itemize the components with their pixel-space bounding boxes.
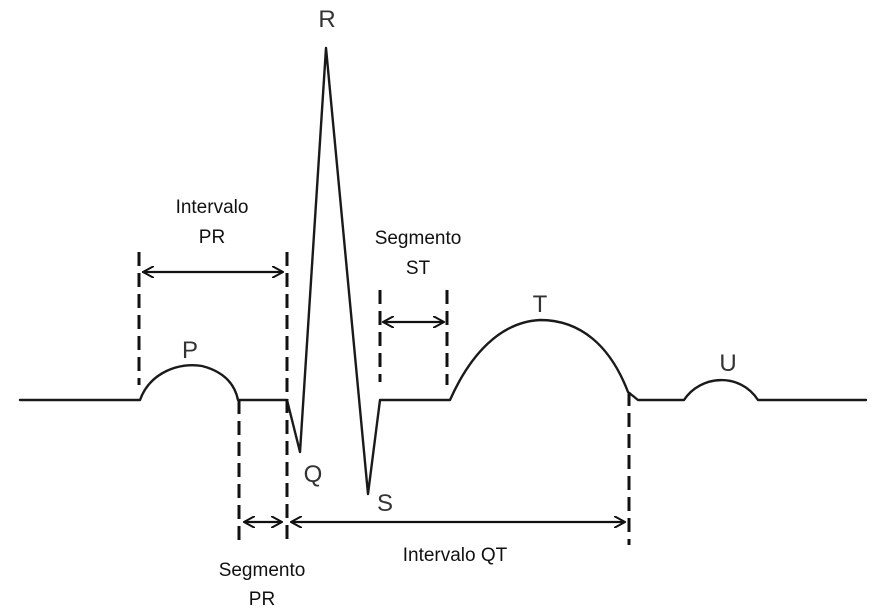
pr-interval-label-line2: PR	[199, 227, 225, 248]
p-wave-label: P	[182, 337, 198, 364]
pr-segment-label-line2: PR	[249, 589, 275, 610]
ecg-trace	[18, 46, 868, 496]
qt-interval-label: Intervalo QT	[403, 545, 508, 566]
r-wave-label: R	[318, 6, 335, 33]
s-wave-label: S	[377, 490, 393, 517]
pr-interval-label-line1: Intervalo	[176, 197, 249, 218]
q-wave-label: Q	[304, 461, 323, 488]
t-wave-label: T	[533, 291, 548, 318]
u-wave-label: U	[719, 350, 736, 377]
st-segment-label-line2: ST	[406, 258, 431, 279]
st-segment-label-line1: Segmento	[375, 228, 462, 249]
pr-segment-label-line1: Segmento	[219, 560, 306, 581]
